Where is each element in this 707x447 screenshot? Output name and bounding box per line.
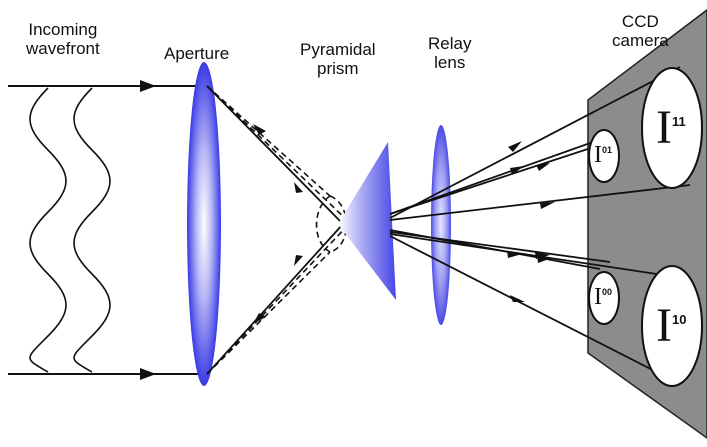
label-prism: prism [317, 59, 359, 78]
detector-spots [588, 67, 703, 387]
incoming-ray-bottom-arrow [140, 368, 156, 380]
label-pyramidal-prism: Pyramidal prism [300, 40, 376, 78]
detector-base-00: I [594, 284, 602, 310]
label-pyramidal: Pyramidal [300, 40, 376, 59]
label-lens: lens [434, 53, 466, 72]
detector-base-01: I [594, 142, 602, 168]
detector-label-01: I01 [594, 143, 612, 167]
spot-00 [588, 271, 620, 325]
incoming-rays [8, 85, 203, 375]
detector-base-11: I [656, 101, 672, 154]
detector-label-10: I10 [656, 302, 686, 350]
label-relay: Relay [428, 34, 472, 53]
label-ccd: CCD [621, 12, 659, 31]
relay-lens [431, 125, 451, 325]
aperture-lens [187, 62, 221, 386]
label-ccd-camera: CCD camera [612, 12, 669, 50]
detector-base-10: I [656, 299, 672, 352]
solid-rays [206, 85, 344, 375]
detector-sup-01: 01 [602, 145, 613, 155]
wavefront-waves [29, 87, 111, 373]
wavefront-wave-1 [29, 87, 67, 373]
detector-sup-00: 00 [602, 287, 613, 297]
output-ray-arrows [507, 141, 555, 302]
detector-sup-11: 11 [671, 114, 686, 129]
label-incoming-wavefront: Incoming wavefront [26, 20, 100, 58]
detector-label-11: I11 [656, 104, 686, 152]
label-wavefront: wavefront [26, 39, 100, 58]
spot-10 [641, 265, 703, 387]
wavefront-wave-2 [73, 87, 111, 373]
spot-11 [641, 67, 703, 189]
label-relay-lens: Relay lens [428, 34, 471, 72]
incoming-ray-top-arrow [140, 80, 156, 92]
label-aperture: Aperture [164, 44, 230, 63]
label-incoming: Incoming [28, 20, 98, 39]
spot-01 [588, 129, 620, 183]
label-camera: camera [612, 31, 669, 50]
detector-label-00: I00 [594, 285, 612, 309]
dashed-rays [206, 85, 351, 375]
detector-sup-10: 10 [671, 312, 687, 327]
converging-ray-arrows [253, 124, 303, 324]
pyramidal-prism [338, 142, 396, 300]
